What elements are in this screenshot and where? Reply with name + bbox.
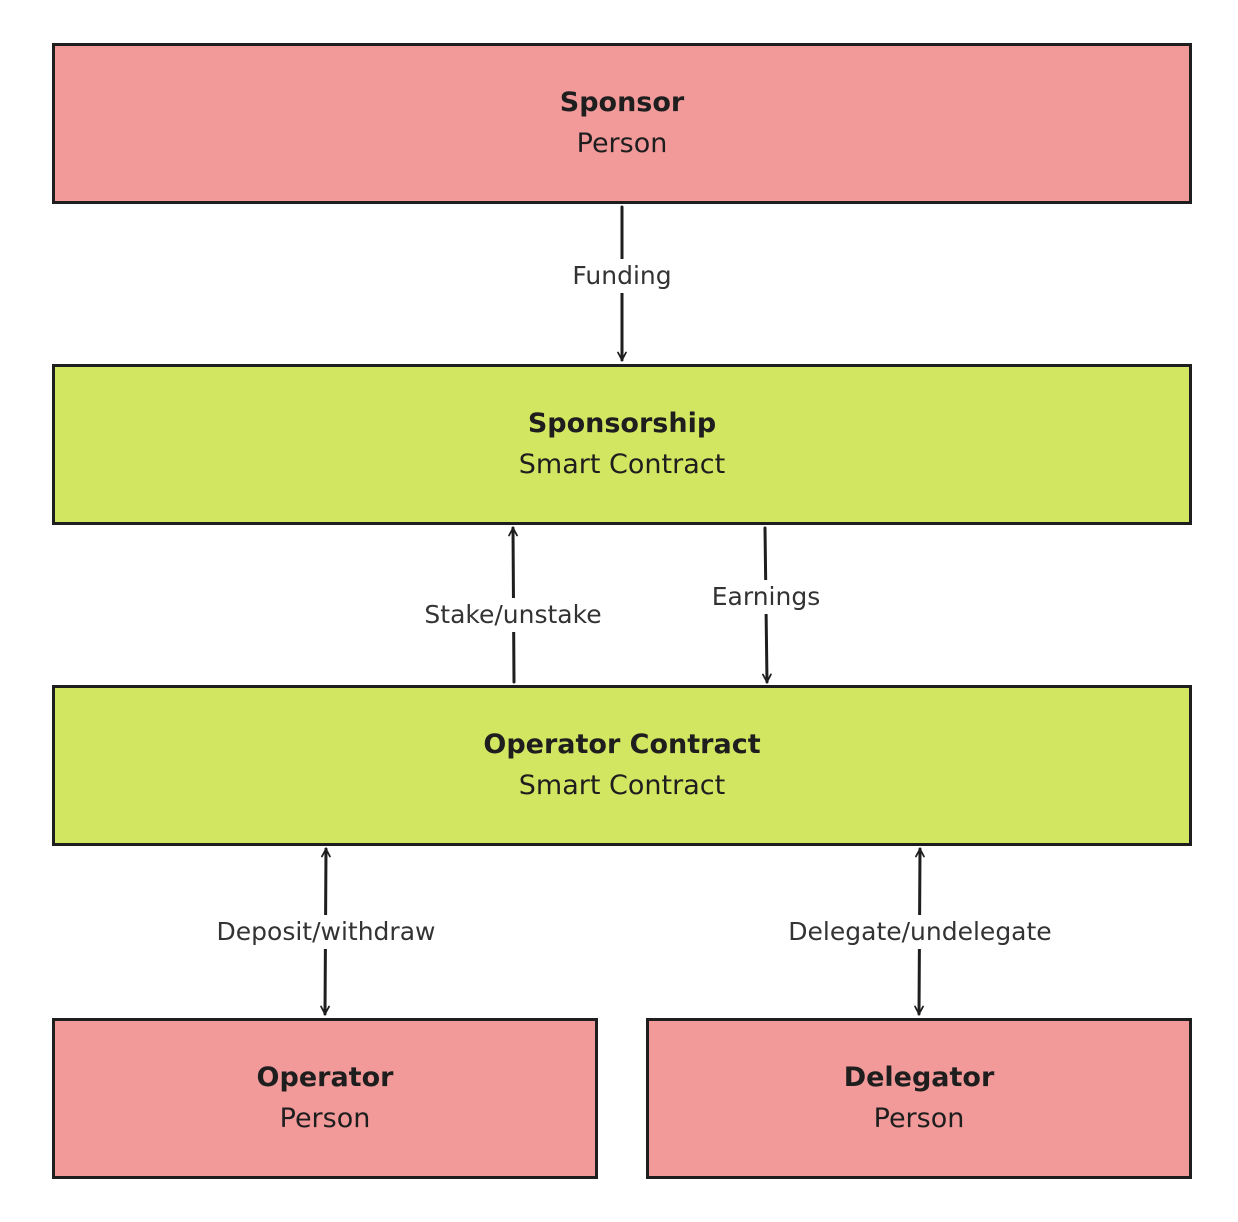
- sponsorship-title: Sponsorship: [527, 407, 717, 439]
- edge-label-deposit-withdraw: Deposit/withdraw: [210, 915, 442, 949]
- sponsor-title: Sponsor: [559, 86, 685, 118]
- sponsor-node: Sponsor Person: [52, 43, 1192, 204]
- operator-contract-type: Smart Contract: [518, 769, 726, 801]
- edge-label-stake-unstake: Stake/unstake: [418, 598, 608, 632]
- delegator-type: Person: [873, 1102, 965, 1134]
- sponsorship-node: Sponsorship Smart Contract: [52, 364, 1192, 525]
- delegator-node: Delegator Person: [646, 1018, 1192, 1179]
- sponsorship-type: Smart Contract: [518, 448, 726, 480]
- operator-title: Operator: [256, 1061, 394, 1093]
- delegator-title: Delegator: [843, 1061, 995, 1093]
- operator-node: Operator Person: [52, 1018, 598, 1179]
- edge-label-delegate-undelegate: Delegate/undelegate: [782, 915, 1058, 949]
- edge-label-earnings: Earnings: [705, 580, 827, 614]
- operator-contract-title: Operator Contract: [483, 728, 761, 760]
- sponsor-type: Person: [576, 127, 668, 159]
- operator-contract-node: Operator Contract Smart Contract: [52, 685, 1192, 846]
- operator-type: Person: [279, 1102, 371, 1134]
- edge-label-funding: Funding: [566, 259, 678, 293]
